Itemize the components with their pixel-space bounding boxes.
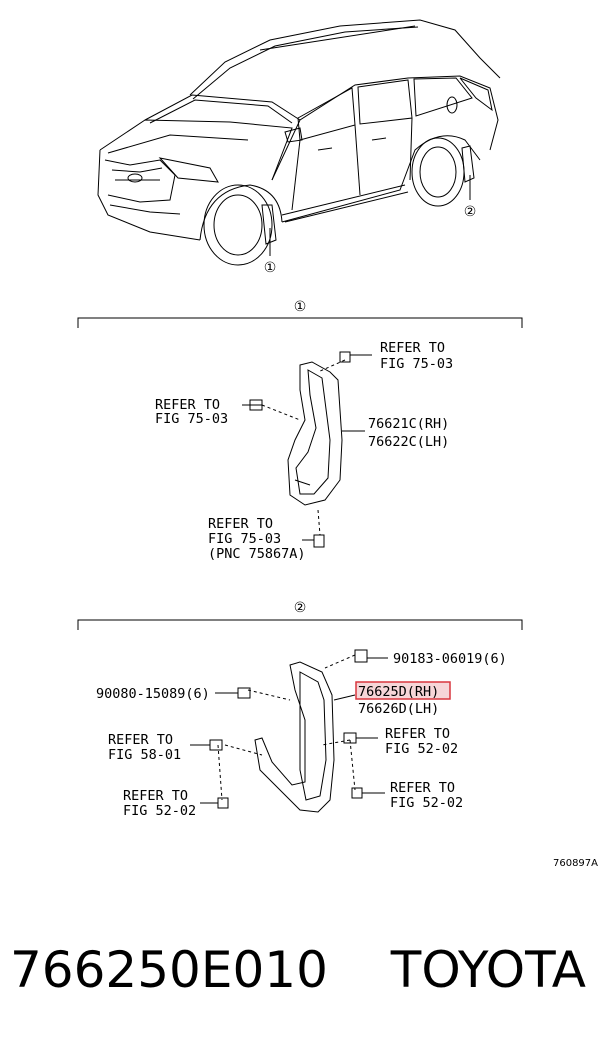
refer-bottom-line2: FIG 75-03	[208, 531, 281, 547]
section-1-heading: ①	[294, 299, 307, 315]
refer-58-01-line2: FIG 58-01	[108, 747, 181, 763]
refer-52-02-right-lower-line1: REFER TO	[390, 780, 455, 796]
mud-guard-rear	[254, 661, 335, 813]
section-1-bracket	[77, 317, 523, 328]
refer-52-02-left-line2: FIG 52-02	[123, 803, 196, 819]
section-2-bracket	[77, 619, 523, 630]
screw-icon-90080	[237, 687, 251, 699]
part-76626d-lh: 76626D(LH)	[358, 701, 439, 717]
refer-58-01-line1: REFER TO	[108, 732, 173, 748]
callout-2-label: ②	[464, 204, 477, 220]
section-1: ① REFER TO FIG 75-03 REFER TO FIG 75-03 …	[77, 299, 523, 562]
clip-icon-52-02-left	[217, 797, 229, 809]
mud-guard-front	[287, 361, 343, 506]
footer-brand: TOYOTA	[390, 941, 586, 999]
clip-icon-top	[339, 351, 351, 363]
refer-left-line1: REFER TO	[155, 397, 220, 413]
refer-52-02-right-upper-line2: FIG 52-02	[385, 741, 458, 757]
part-76621c-rh: 76621C(RH)	[368, 416, 449, 432]
refer-52-02-right-upper-line1: REFER TO	[385, 726, 450, 742]
clip-icon-90183	[354, 649, 368, 663]
clip-icon-52-02-right-lower	[351, 787, 363, 799]
refer-top-line1: REFER TO	[380, 340, 445, 356]
clip-icon-bottom	[313, 534, 325, 548]
vehicle-illustration	[97, 19, 501, 266]
refer-top-line2: FIG 75-03	[380, 356, 453, 372]
part-76622c-lh: 76622C(LH)	[368, 434, 449, 450]
section-2-heading: ②	[294, 600, 307, 616]
part-90183-06019: 90183-06019(6)	[393, 651, 507, 667]
footer-part-number: 766250E010	[10, 941, 328, 999]
highlight-box	[355, 681, 451, 700]
clip-icon-58-01	[209, 739, 223, 751]
callout-1: ①	[264, 260, 277, 276]
illustration-code: 760897A	[553, 858, 598, 869]
refer-52-02-left-line1: REFER TO	[123, 788, 188, 804]
part-76625d-rh: 76625D(RH)	[358, 684, 439, 700]
refer-bottom-line3: (PNC 75867A)	[208, 546, 306, 562]
refer-left-line2: FIG 75-03	[155, 411, 228, 427]
callout-2: ②	[464, 204, 477, 220]
refer-bottom-line1: REFER TO	[208, 516, 273, 532]
callout-1-label: ①	[264, 260, 277, 276]
refer-52-02-right-lower-line2: FIG 52-02	[390, 795, 463, 811]
part-90080-15089: 90080-15089(6)	[96, 686, 210, 702]
section-2: ② 90183-06019(6) 90080-15089(6)	[77, 600, 523, 819]
